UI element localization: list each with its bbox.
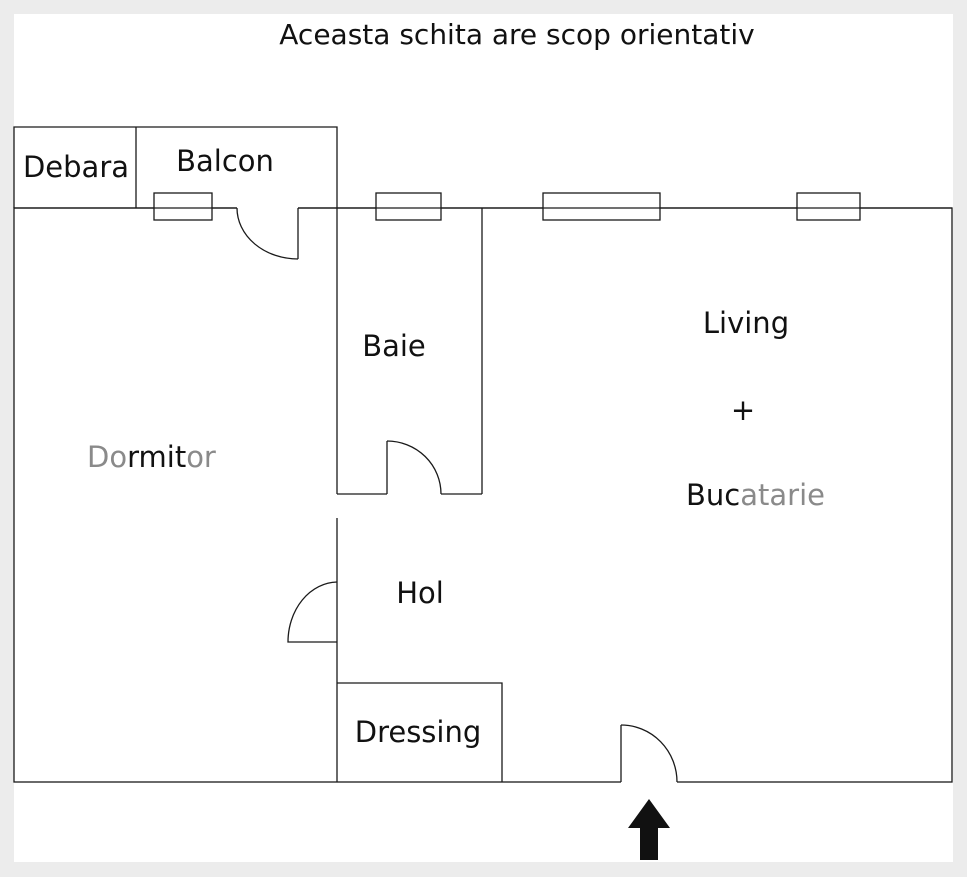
window-living-2	[796, 192, 861, 221]
window-baie	[375, 192, 442, 221]
floor-plan-sheet	[14, 14, 953, 862]
entrance-arrow-icon	[628, 799, 670, 860]
interior-walls	[336, 208, 503, 782]
room-label-debara: Debara	[23, 150, 129, 184]
window-living-1	[542, 192, 661, 221]
balcony-block	[13, 126, 338, 208]
plan-title: Aceasta schita are scop orientativ	[279, 18, 754, 51]
room-label-bucatarie: Bucatarie	[686, 478, 825, 512]
door-entrance	[620, 724, 678, 783]
room-label-balcon: Balcon	[176, 144, 274, 178]
room-label-dressing: Dressing	[355, 715, 482, 749]
door-balcon	[236, 207, 299, 260]
windows	[14, 192, 952, 221]
door-baie	[386, 440, 442, 495]
doors	[236, 206, 678, 784]
room-label-baie: Baie	[362, 329, 426, 363]
room-label-plus: +	[731, 393, 755, 427]
window-balcon	[153, 192, 213, 221]
room-label-hol: Hol	[396, 576, 444, 610]
room-label-living: Living	[703, 306, 789, 340]
door-dormitor	[287, 581, 338, 643]
room-label-dormitor: Dormitor	[87, 440, 216, 474]
